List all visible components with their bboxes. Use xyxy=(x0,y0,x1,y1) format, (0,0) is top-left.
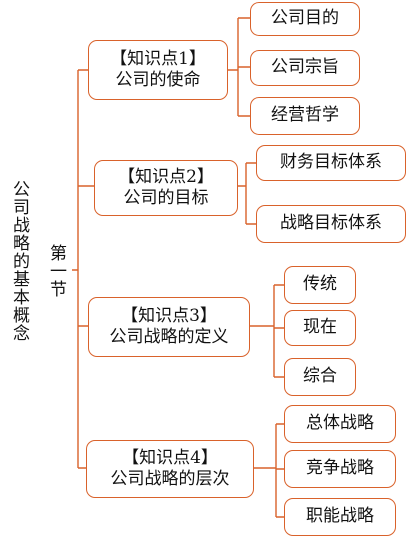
topic-4-item-1: 总体战略 xyxy=(284,405,396,443)
topic-2-name: 公司的目标 xyxy=(123,188,209,208)
topic-3-box: 【知识点3】 公司战略的定义 xyxy=(88,297,250,357)
topic-4-item-3: 职能战略 xyxy=(284,498,396,536)
topic-1-item-2: 公司宗旨 xyxy=(250,50,360,86)
section-title: 第一节 xyxy=(46,244,66,298)
topic-2-point: 【知识点2】 xyxy=(118,166,214,187)
topic-1-name: 公司的使命 xyxy=(115,70,201,90)
topic-1-item-3: 经营哲学 xyxy=(250,97,360,135)
topic-1-point: 【知识点1】 xyxy=(110,48,206,69)
topic-3-item-3: 综合 xyxy=(284,358,356,396)
topic-4-box: 【知识点4】 公司战略的层次 xyxy=(86,440,254,498)
topic-2-item-2: 战略目标体系 xyxy=(256,205,406,243)
topic-1-box: 【知识点1】 公司的使命 xyxy=(88,40,228,100)
topic-1-item-1: 公司目的 xyxy=(250,2,360,36)
topic-3-item-2: 现在 xyxy=(284,310,356,346)
root-title: 公司战略的基本概念 xyxy=(9,180,29,342)
topic-4-item-2: 竞争战略 xyxy=(284,450,396,488)
topic-4-name: 公司战略的层次 xyxy=(110,469,230,489)
topic-4-point: 【知识点4】 xyxy=(122,447,218,468)
topic-3-item-1: 传统 xyxy=(284,266,356,304)
topic-3-point: 【知识点3】 xyxy=(121,305,217,326)
topic-2-item-1: 财务目标体系 xyxy=(256,145,406,181)
topic-2-box: 【知识点2】 公司的目标 xyxy=(94,160,238,216)
topic-3-name: 公司战略的定义 xyxy=(109,327,229,347)
